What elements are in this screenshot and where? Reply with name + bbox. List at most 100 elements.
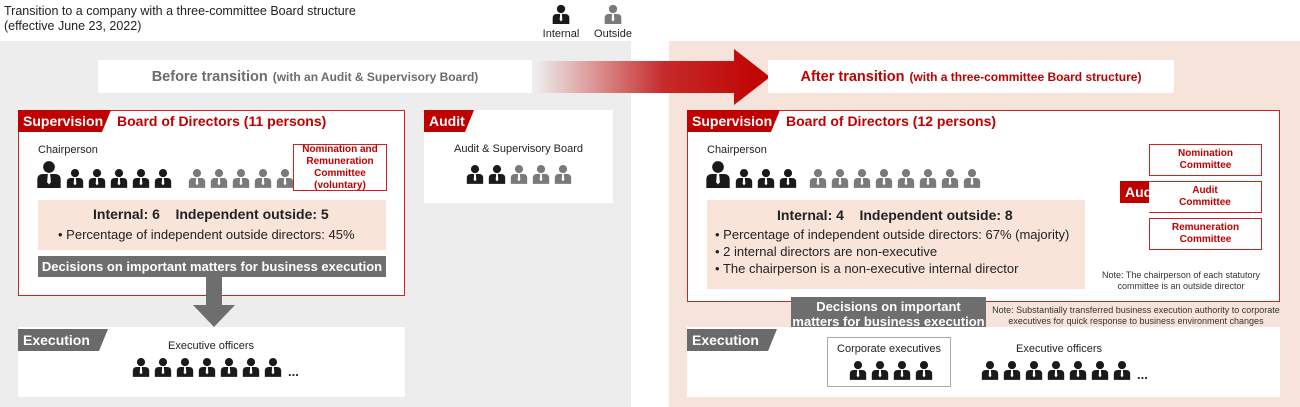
before-directors-row <box>36 160 298 188</box>
person-outside-icon <box>232 169 250 188</box>
before-chairperson-label: Chairperson <box>38 144 98 156</box>
after-stats-bullet: • The chairperson is a non-executive int… <box>715 261 1019 276</box>
person-internal-icon <box>915 361 933 380</box>
after-directors-row <box>705 160 985 188</box>
person-internal-icon <box>893 361 911 380</box>
person-internal-icon <box>66 169 84 188</box>
person-internal-icon <box>706 161 730 188</box>
transfer-note-line: executives for quick response to busines… <box>1008 316 1264 326</box>
before-decision-bar: Decisions on important matters for busin… <box>38 256 386 277</box>
nomination-committee: Nomination Committee <box>1149 144 1262 176</box>
person-internal-icon <box>1069 361 1087 380</box>
after-execution-box <box>687 327 1280 397</box>
after-decision-line: matters for business execution <box>792 314 985 329</box>
committee-line: Nomination and <box>302 143 378 155</box>
person-outside-icon <box>276 169 294 188</box>
after-executive-officers-label: Executive officers <box>1016 343 1103 355</box>
after-stats-box: Internal: 4 Independent outside: 8 • Per… <box>707 200 1085 289</box>
person-internal-icon <box>735 169 753 188</box>
after-stats-bullet-text: The chairperson is a non-executive inter… <box>722 261 1019 276</box>
person-internal-icon <box>1003 361 1021 380</box>
person-outside-icon <box>831 169 849 188</box>
after-executive-officers-row: ... <box>981 360 1148 382</box>
person-internal-icon <box>154 169 172 188</box>
remuneration-committee: Remuneration Committee <box>1149 218 1262 250</box>
committee-line: Committee <box>1179 234 1232 245</box>
corporate-executives-label: Corporate executives <box>837 343 941 355</box>
person-internal-icon <box>488 165 506 184</box>
before-stats-box: Internal: 6 Independent outside: 5 • Per… <box>38 200 386 250</box>
person-outside-icon <box>897 169 915 188</box>
before-execution-tag: Execution <box>18 329 108 351</box>
person-outside-icon <box>210 169 228 188</box>
person-internal-icon <box>757 169 775 188</box>
after-execution-tag: Execution <box>687 329 777 351</box>
after-decision-box: Decisions on important matters for busin… <box>791 297 986 331</box>
person-outside-icon <box>919 169 937 188</box>
before-stats-bullet: • Percentage of independent outside dire… <box>58 227 355 242</box>
committee-line: Remuneration <box>306 155 374 167</box>
legend-internal-label: Internal <box>542 28 580 40</box>
after-stats-bullet: • Percentage of independent outside dire… <box>715 227 1070 242</box>
person-internal-icon <box>242 358 260 377</box>
after-header-sub: (with a three-committee Board structure) <box>909 69 1142 84</box>
before-executive-officers-label: Executive officers <box>168 340 255 352</box>
chair-note-line: committee is an outside director <box>1117 281 1245 291</box>
person-internal-icon <box>154 358 172 377</box>
title-line-1: Transition to a company with a three-com… <box>4 4 356 18</box>
person-outside-icon <box>941 169 959 188</box>
after-stats-bullet: • 2 internal directors are non-executive <box>715 244 938 259</box>
person-internal-icon <box>552 4 570 24</box>
person-internal-icon <box>220 358 238 377</box>
corporate-executives-row <box>849 360 937 380</box>
person-internal-icon <box>849 361 867 380</box>
title-line-2: (effective June 23, 2022) <box>4 19 142 33</box>
transition-arrow-icon <box>536 49 770 105</box>
after-supervision-tag: Supervision <box>687 110 780 132</box>
audit-board-members-row <box>466 164 576 184</box>
down-arrow-icon <box>193 277 235 327</box>
person-outside-icon <box>604 4 622 24</box>
after-chairperson-label: Chairperson <box>707 144 767 156</box>
after-header: After transition (with a three-committee… <box>768 60 1174 93</box>
transfer-note-line: Note: Substantially transferred business… <box>992 305 1280 315</box>
person-internal-icon <box>176 358 194 377</box>
person-internal-icon <box>779 169 797 188</box>
before-supervision-tag: Supervision <box>18 110 111 132</box>
page-title: Transition to a company with a three-com… <box>4 4 356 34</box>
more-ellipsis: ... <box>1137 367 1148 382</box>
person-outside-icon <box>853 169 871 188</box>
before-executive-officers-row: ... <box>132 357 299 379</box>
after-board-title: Board of Directors (12 persons) <box>786 113 997 129</box>
before-stats-head: Internal: 6 Independent outside: 5 <box>93 206 329 222</box>
committee-line: Nomination <box>1178 148 1233 159</box>
committee-line: Audit <box>1192 185 1218 196</box>
person-outside-icon <box>809 169 827 188</box>
transfer-note: Note: Substantially transferred business… <box>991 305 1281 327</box>
audit-supervisory-board-label: Audit & Supervisory Board <box>453 143 583 155</box>
after-decision-line: Decisions on important <box>816 299 961 314</box>
after-stats-head: Internal: 4 Independent outside: 8 <box>777 207 1013 223</box>
person-internal-icon <box>1113 361 1131 380</box>
person-internal-icon <box>1091 361 1109 380</box>
committee-line: (voluntary) <box>314 179 366 191</box>
person-outside-icon <box>875 169 893 188</box>
person-outside-icon <box>532 165 550 184</box>
person-internal-icon <box>466 165 484 184</box>
audit-committee: Audit Committee <box>1149 181 1262 213</box>
after-stats-bullet-text: 2 internal directors are non-executive <box>723 244 938 259</box>
person-internal-icon <box>88 169 106 188</box>
person-outside-icon <box>963 169 981 188</box>
person-outside-icon <box>554 165 572 184</box>
more-ellipsis: ... <box>288 364 299 379</box>
after-stats-bullet-text: Percentage of independent outside direct… <box>723 227 1070 242</box>
committee-line: Committee <box>1179 160 1232 171</box>
before-nomination-remuneration-committee: Nomination and Remuneration Committee (v… <box>293 144 387 191</box>
before-board-title: Board of Directors (11 persons) <box>117 113 327 129</box>
person-outside-icon <box>254 169 272 188</box>
legend-outside-label: Outside <box>594 28 632 40</box>
person-internal-icon <box>132 358 150 377</box>
person-internal-icon <box>981 361 999 380</box>
person-internal-icon <box>264 358 282 377</box>
before-header-main: Before transition <box>151 68 268 85</box>
